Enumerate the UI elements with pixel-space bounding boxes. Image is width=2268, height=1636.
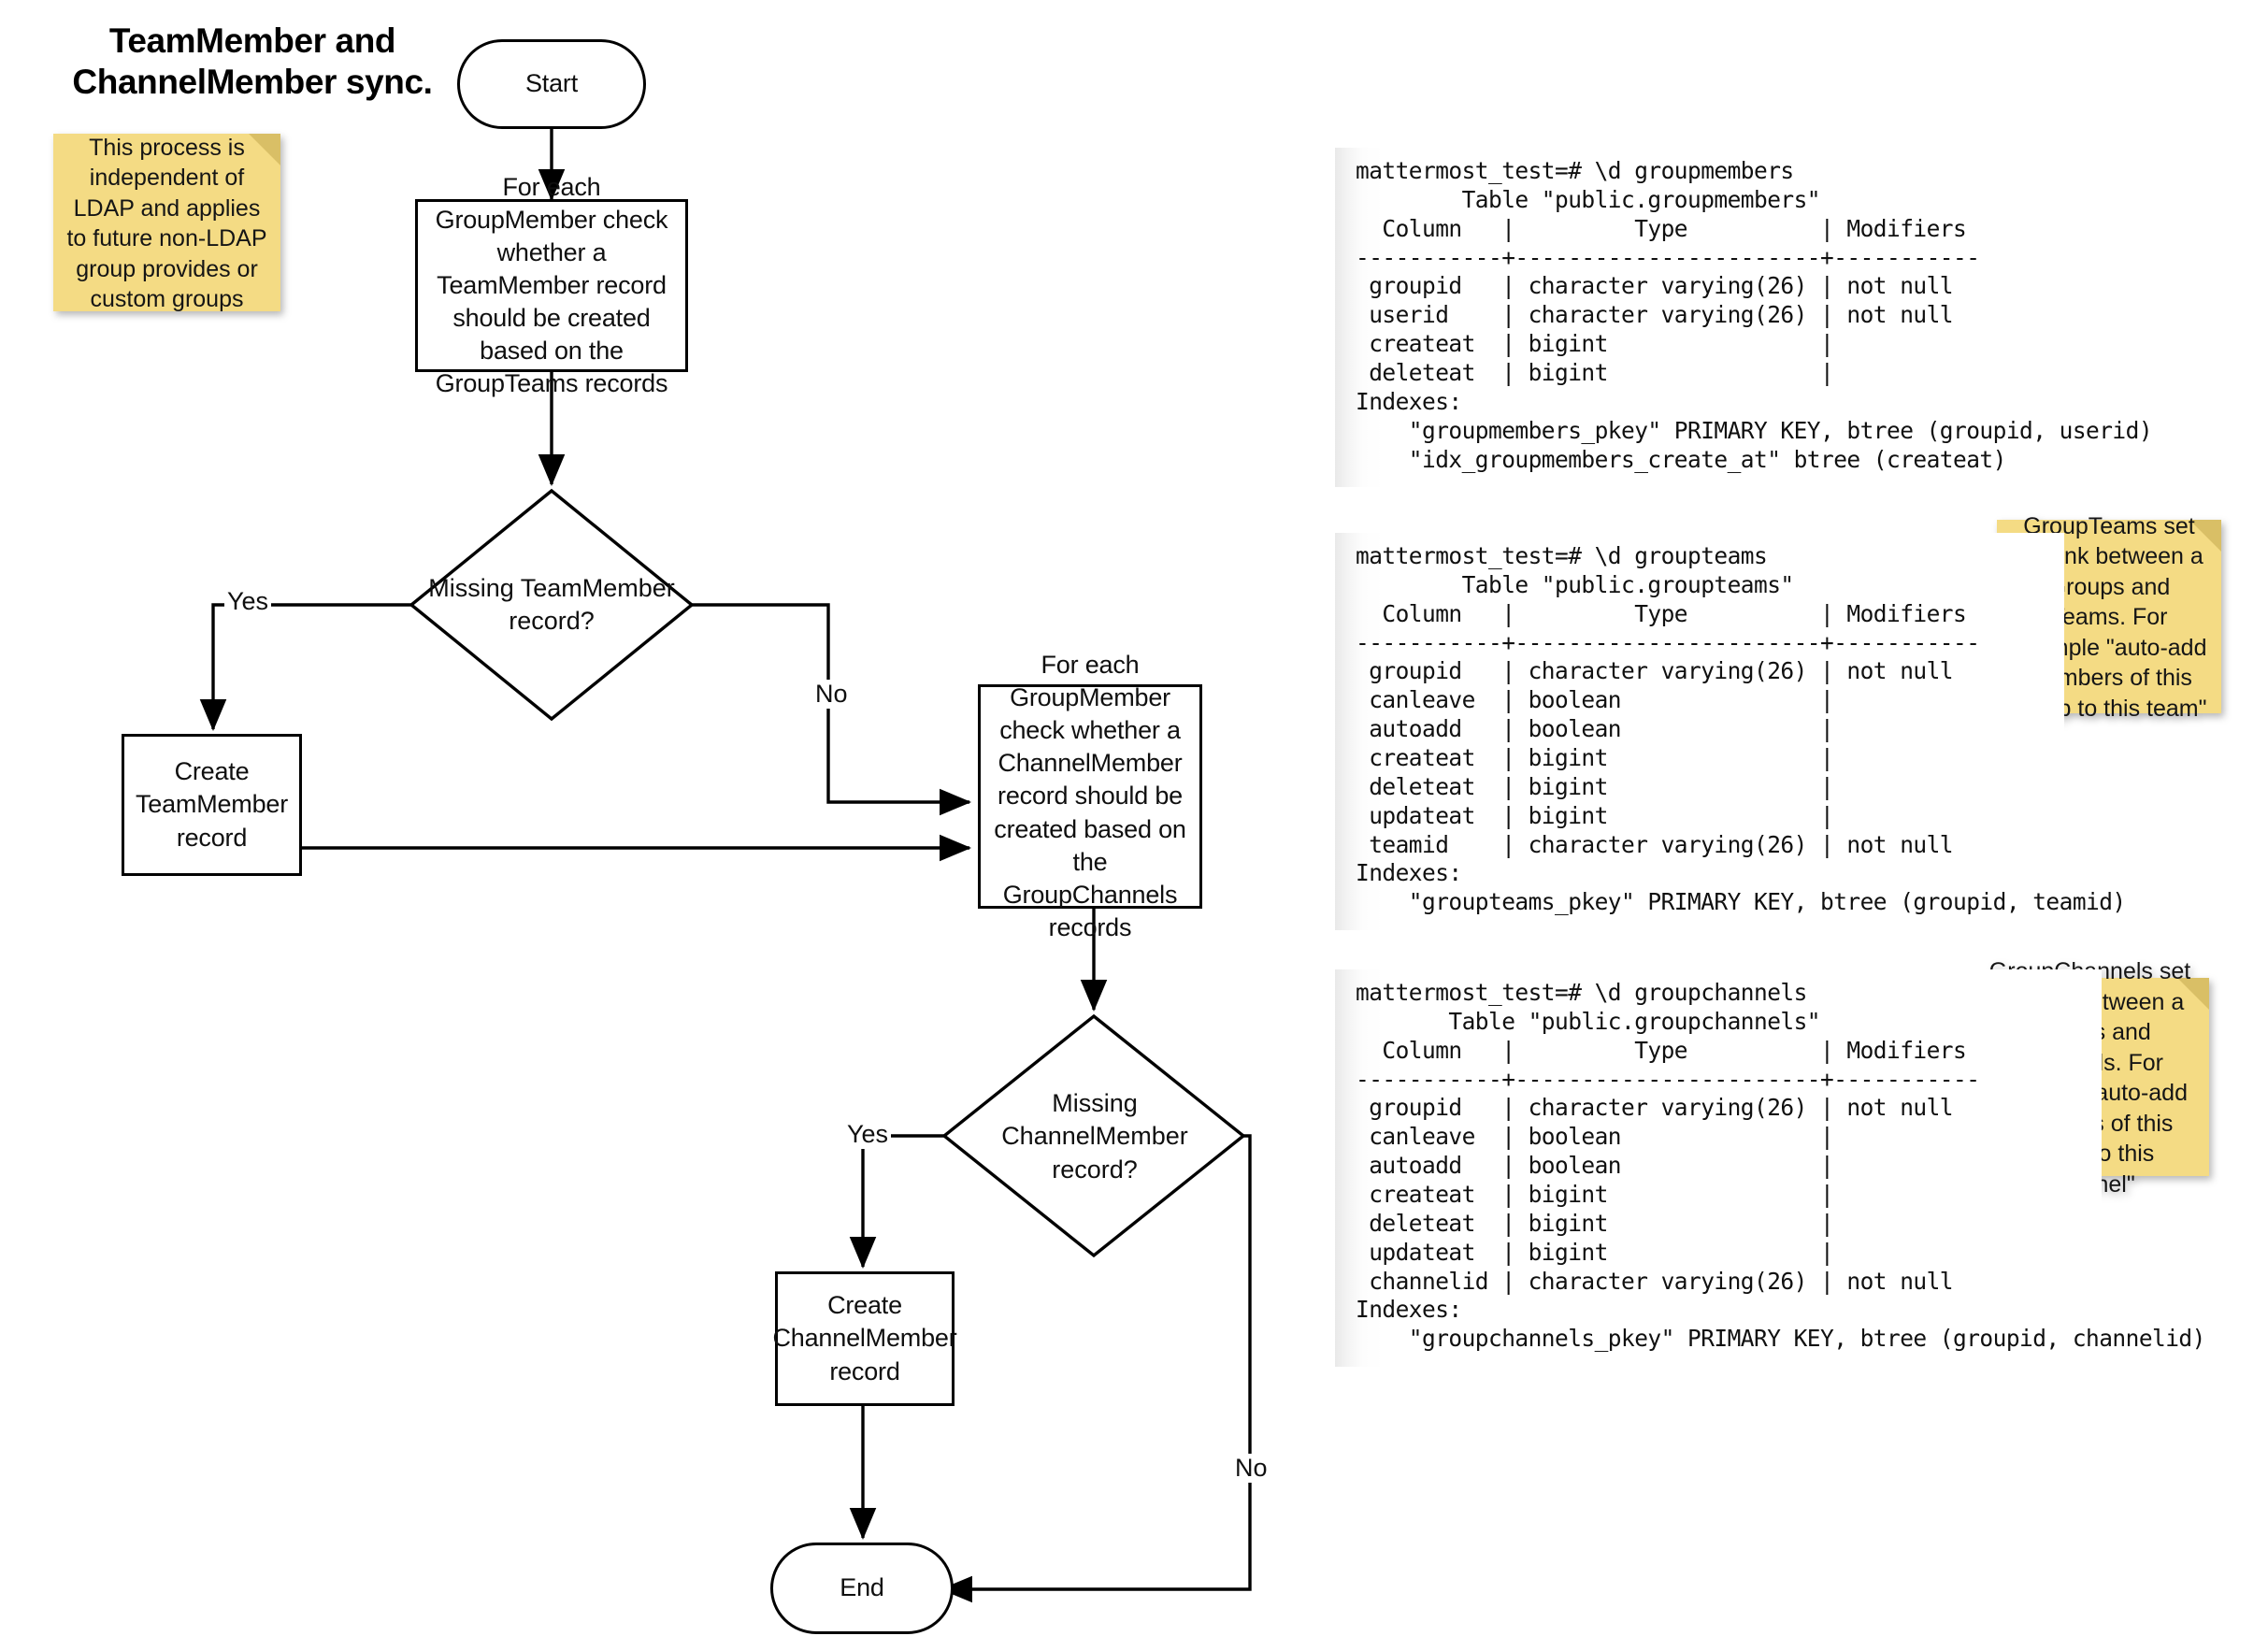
node-create-team[interactable]: Create TeamMember record <box>122 734 302 876</box>
node-create-channel-label: Create ChannelMember record <box>772 1291 957 1385</box>
node-process-team[interactable]: For each GroupMember check whether a Tea… <box>415 173 688 397</box>
edge-label-channel-yes: Yes <box>844 1120 892 1149</box>
node-start[interactable]: Start <box>457 39 646 129</box>
node-process-channel[interactable]: For each GroupMember check whether a Cha… <box>978 651 1202 941</box>
node-start-label: Start <box>524 69 579 98</box>
page-title: TeamMember and ChannelMember sync. <box>56 21 449 102</box>
sticky-note-ldap: This process is independent of LDAP and … <box>53 134 280 312</box>
sticky-fold-icon <box>2177 978 2209 1010</box>
node-process-team-label: For each GroupMember check whether a Tea… <box>435 172 668 398</box>
decision-channel-shape <box>941 1013 1246 1258</box>
node-process-channel-label: For each GroupMember check whether a Cha… <box>994 651 1186 941</box>
terminal-groupchannels: mattermost_test=# \d groupchannels Table… <box>1335 969 2205 1368</box>
node-decision-team[interactable]: Missing TeamMember record? <box>426 567 677 642</box>
node-decision-team-label: Missing TeamMember record? <box>428 573 675 635</box>
node-decision-channel-label: Missing ChannelMember record? <box>1001 1089 1188 1184</box>
node-end[interactable]: End <box>770 1543 954 1634</box>
edge-channel-no <box>940 1134 1252 1603</box>
node-create-team-label: Create TeamMember record <box>135 757 289 852</box>
page-title-line1: TeamMember and <box>108 22 396 60</box>
edge-label-team-yes: Yes <box>224 587 272 616</box>
sticky-note-ldap-text: This process is independent of LDAP and … <box>66 134 267 313</box>
edge-team-yes <box>199 603 411 732</box>
node-decision-channel[interactable]: Missing ChannelMember record? <box>978 1087 1212 1186</box>
edge-label-team-no: No <box>812 680 851 709</box>
edge-label-channel-no: No <box>1232 1454 1270 1483</box>
sticky-fold-icon <box>2189 520 2221 552</box>
node-create-channel[interactable]: Create ChannelMember record <box>773 1271 957 1406</box>
sticky-fold-icon <box>249 134 280 165</box>
terminal-groupmembers: mattermost_test=# \d groupmembers Table … <box>1335 148 2153 488</box>
page-title-line2: ChannelMember sync. <box>72 62 433 101</box>
edge-channel-yes <box>849 1134 944 1270</box>
node-end-label: End <box>840 1573 884 1602</box>
decision-team-shape <box>409 488 695 722</box>
terminal-groupteams: mattermost_test=# \d groupteams Table "p… <box>1335 533 2126 931</box>
